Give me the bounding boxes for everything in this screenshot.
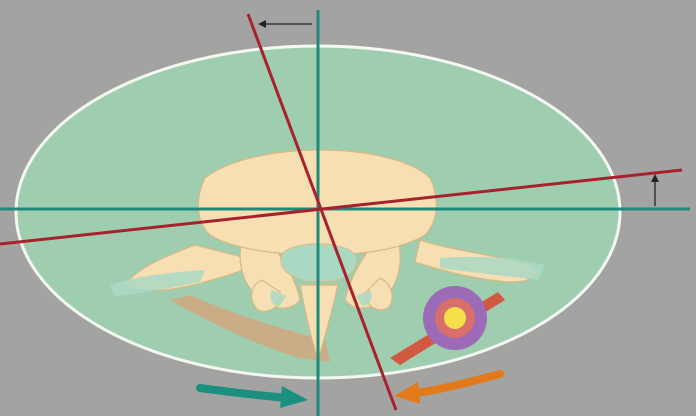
target-vessel-core [444,307,466,329]
